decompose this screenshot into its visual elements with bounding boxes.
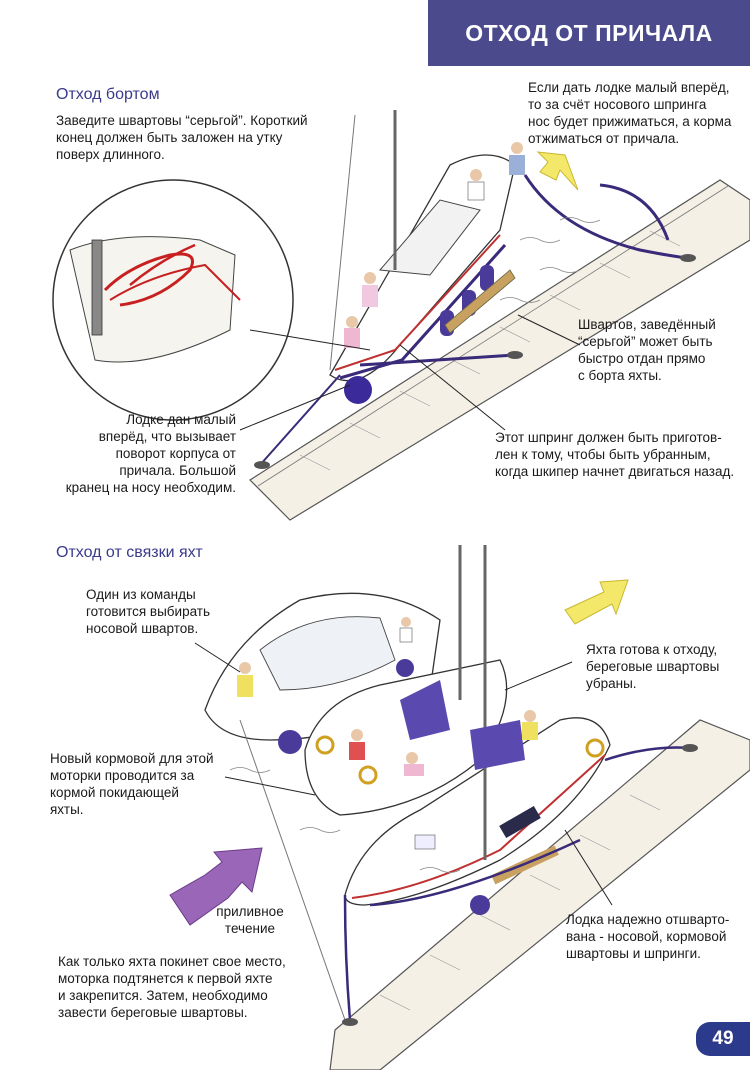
leader-lines-bottom <box>194 642 613 906</box>
yacht-top-illustration <box>329 110 525 404</box>
intro-text: Заведите швартовы “серьгой”. Короткий ко… <box>56 113 308 162</box>
page-title: ОТХОД ОТ ПРИЧАЛА <box>465 19 713 46</box>
leader-lines-top <box>239 314 581 431</box>
note-ready: Яхта готова к отходу, береговые швартовы… <box>586 642 720 691</box>
dock-top-illustration <box>249 179 750 521</box>
note-moored: Лодка надежно отшварто- вана - носовой, … <box>566 912 730 961</box>
note-spring: Этот шпринг должен быть приготов- лен к … <box>495 430 735 479</box>
mooring-lines-bottom <box>239 719 698 1026</box>
water-lines-bottom <box>229 767 461 873</box>
note-top-right: Если дать лодке малый вперёд, то за счёт… <box>528 80 732 146</box>
mooring-lines-top <box>254 174 696 469</box>
section-title-side-departure: Отход бортом <box>56 86 160 103</box>
arrow-top-icon <box>536 151 579 191</box>
page-header: ОТХОД ОТ ПРИЧАЛА <box>428 0 750 66</box>
current-arrow-icon <box>169 847 263 926</box>
note-mooring-line: Швартов, заведённый “серьгой” может быть… <box>578 317 716 383</box>
note-stern-line: Новый кормовой для этой моторки проводит… <box>50 751 214 817</box>
note-crew: Один из команды готовится выбирать носов… <box>86 587 211 636</box>
yacht-outer-illustration <box>344 545 611 915</box>
page-number: 49 <box>712 1028 734 1049</box>
page-number-badge: 49 <box>696 1022 750 1056</box>
detail-circle <box>52 179 294 421</box>
water-lines-top <box>499 217 601 303</box>
note-fender: Лодке дан малый вперёд, что вызывает пов… <box>65 412 236 495</box>
dock-bottom-illustration <box>329 719 750 1070</box>
note-current: приливное течение <box>216 904 284 936</box>
section-title-raft-departure: Отход от связки яхт <box>56 544 203 561</box>
note-bottom: Как только яхта покинет свое место, мото… <box>58 954 286 1020</box>
yacht-middle-illustration <box>304 545 508 816</box>
arrow-bottom-icon <box>564 579 629 625</box>
